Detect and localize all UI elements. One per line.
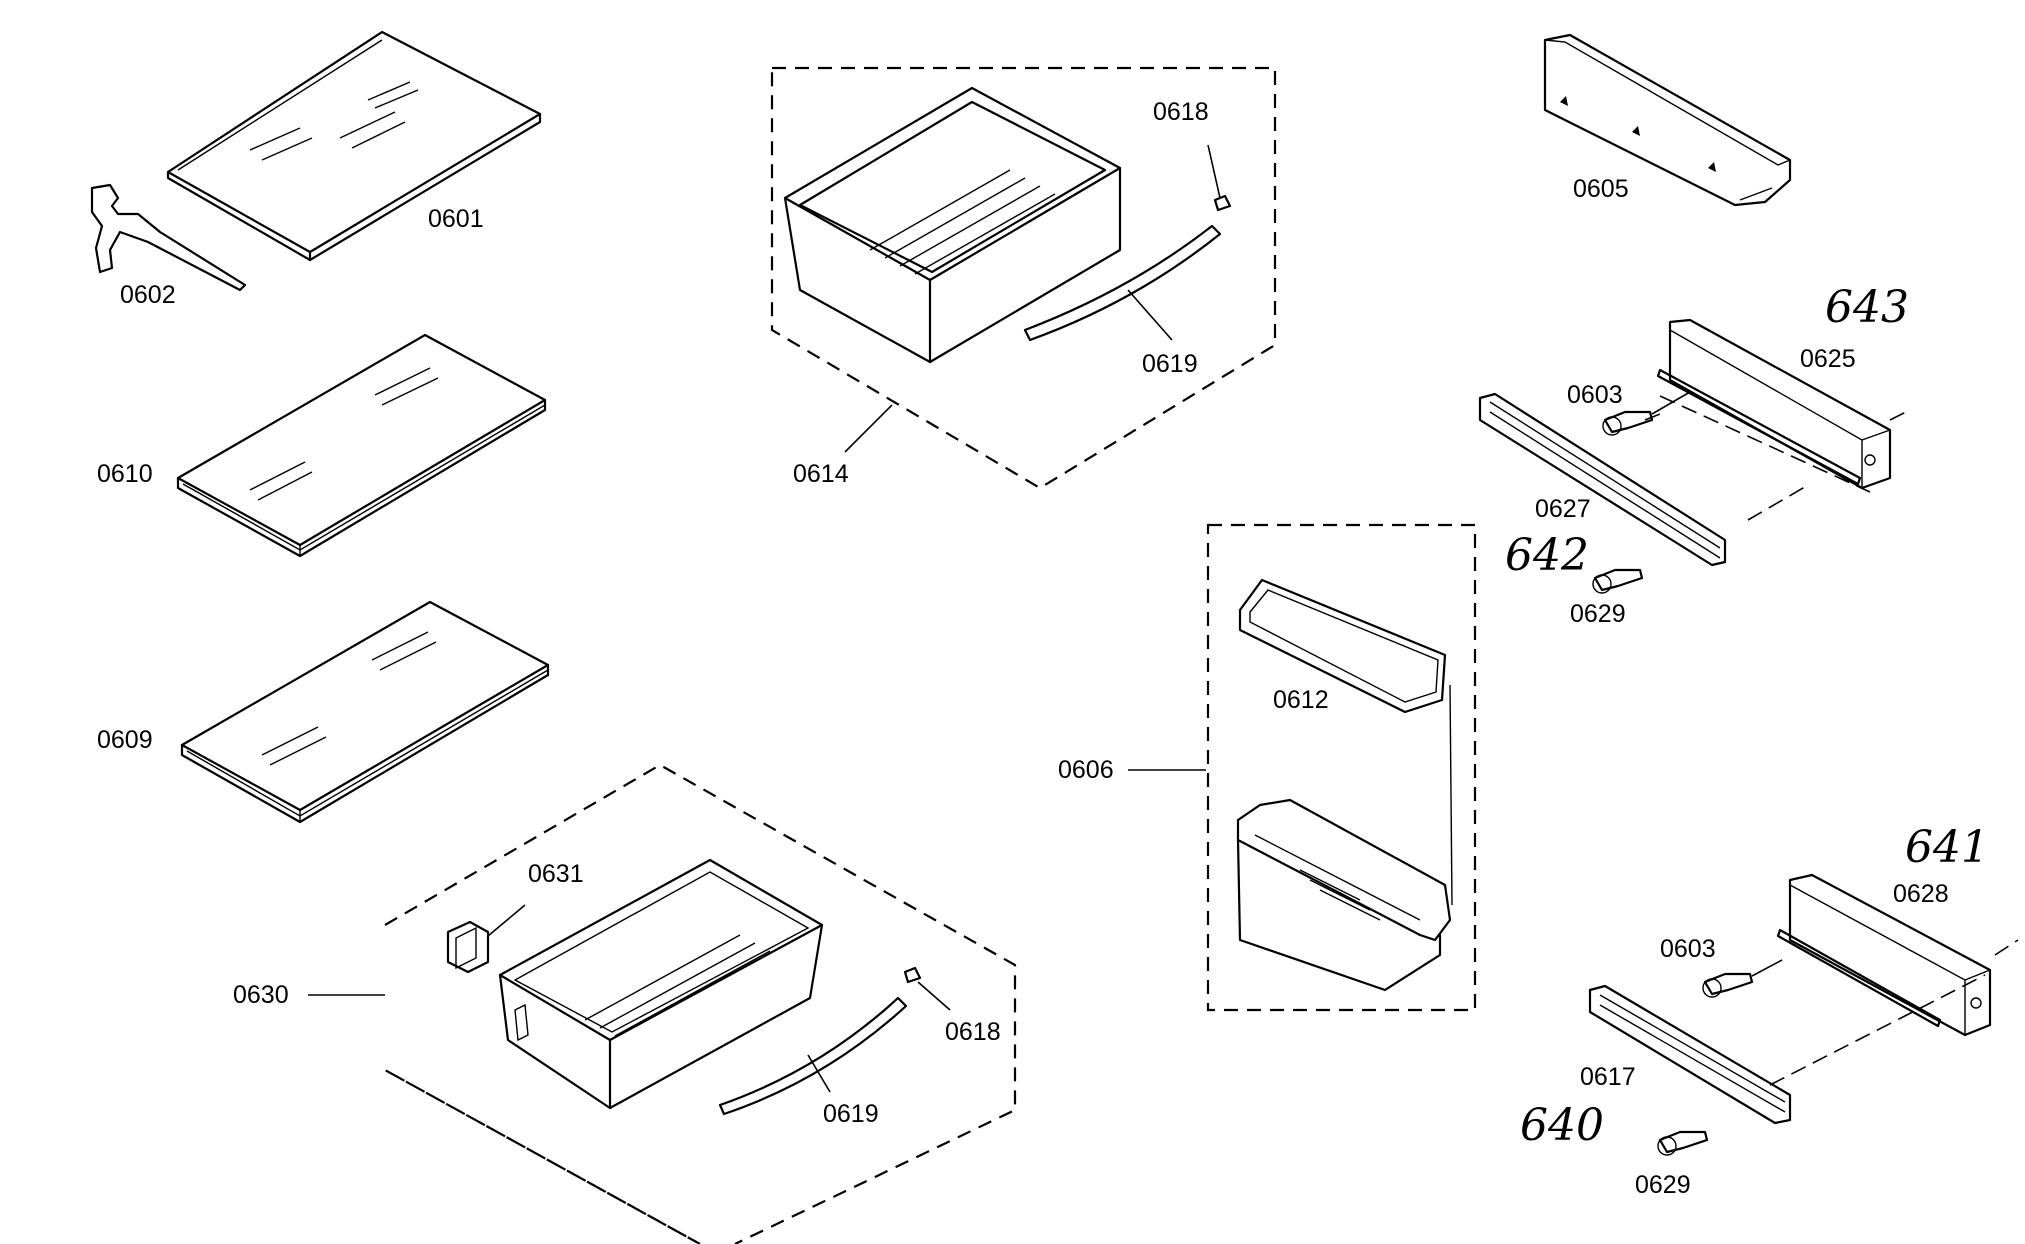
label-0606: 0606 [1058,756,1114,784]
tube-0619-bottom[interactable] [718,996,908,1116]
label-0628: 0628 [1893,880,1949,908]
label-0609: 0609 [97,726,153,754]
lid-0612[interactable] [1238,578,1447,714]
handwritten-640: 640 [1520,1100,1604,1151]
label-0610: 0610 [97,460,153,488]
drawer-0630[interactable] [498,858,824,1110]
label-0602: 0602 [120,281,176,309]
label-0617: 0617 [1580,1063,1636,1091]
bin-0606[interactable] [1236,684,1453,992]
leader-0619-bottom [807,1054,831,1093]
label-0603-top: 0603 [1567,381,1623,409]
glass-shelf-0601[interactable] [166,30,542,262]
rail-0605[interactable] [1543,33,1792,207]
clip-0618-top[interactable] [1213,194,1232,212]
leader-0619-top [1127,289,1173,341]
label-0618-top: 0618 [1153,98,1209,126]
leader-0603-bottom [1751,959,1783,977]
block-0631[interactable] [446,920,490,974]
screw-0603-bottom[interactable] [1702,972,1754,998]
handwritten-641: 641 [1905,822,1989,873]
slide-housing-0625[interactable] [1656,318,1892,490]
label-0629-top: 0629 [1570,600,1626,628]
label-0625: 0625 [1800,345,1856,373]
slide-rail-0617[interactable] [1588,984,1792,1125]
leader-0603-top [1651,391,1691,415]
slide-housing-0628[interactable] [1776,873,1992,1037]
leader-0618-top [1207,144,1221,199]
glass-shelf-0610[interactable] [176,333,547,558]
label-0619-bottom: 0619 [823,1100,879,1128]
slide-rail-0627[interactable] [1478,392,1727,567]
leader-0631 [487,904,526,937]
leader-0614 [844,404,893,453]
label-0614: 0614 [793,460,849,488]
label-0605: 0605 [1573,175,1629,203]
alignment-line-0625 [1644,395,1911,521]
assembly-outline-0630 [384,763,1017,1244]
shelf-bracket-0602[interactable] [90,183,247,292]
drawer-0614[interactable] [783,86,1122,364]
label-0627: 0627 [1535,495,1591,523]
handwritten-643: 643 [1825,282,1909,333]
assembly-outline-0614 [770,66,1277,490]
label-0631: 0631 [528,860,584,888]
glass-shelf-0609[interactable] [180,600,550,824]
label-0612: 0612 [1273,686,1329,714]
label-0601: 0601 [428,205,484,233]
label-0603-bottom: 0603 [1660,935,1716,963]
label-0618-bottom: 0618 [945,1018,1001,1046]
screw-0603-top[interactable] [1602,410,1654,436]
screw-0629-top[interactable] [1592,568,1644,594]
clip-0618-bottom[interactable] [903,966,922,984]
label-0619-top: 0619 [1142,350,1198,378]
assembly-outline-0606 [1206,523,1477,1012]
screw-0629-bottom[interactable] [1657,1130,1709,1156]
handwritten-642: 642 [1505,530,1589,581]
tube-0619-top[interactable] [1023,224,1222,342]
label-0629-bottom: 0629 [1635,1171,1691,1199]
alignment-line-0628 [1769,939,2019,1086]
label-0630: 0630 [233,981,289,1009]
leader-0618-bottom [917,981,951,1011]
